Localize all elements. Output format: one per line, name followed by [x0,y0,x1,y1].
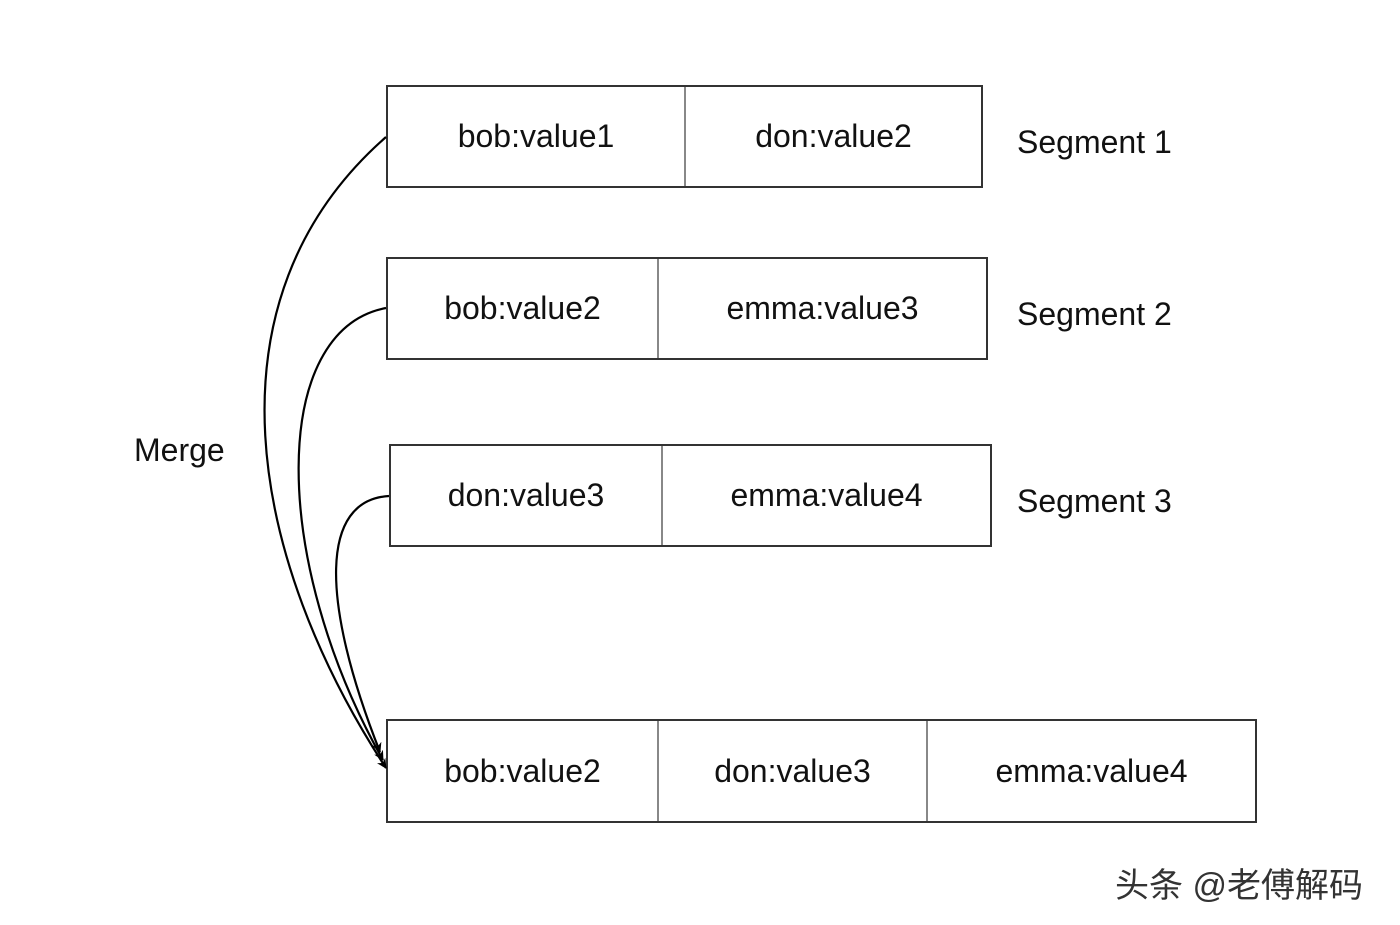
merge-label: Merge [134,432,225,468]
segment-2-cell-bob: bob:value2 [444,290,601,326]
segment-1-label: Segment 1 [1017,124,1172,160]
segment-1-cell-bob: bob:value1 [457,118,615,154]
merge-arrow-from-segment-3 [334,494,390,753]
segment-2-label: Segment 2 [1017,296,1172,332]
merged-cell-bob: bob:value2 [444,752,601,789]
segment-3-cell-don: don:value3 [447,477,605,513]
segment-3-box: don:value3 emma:value4 [389,444,992,547]
segment-3-label: Segment 3 [1017,483,1172,519]
merged-cell-don: don:value3 [657,721,926,821]
merge-arrow-from-segment-1 [263,136,387,769]
segment-2-cell-emma: emma:value3 [657,259,986,358]
segment-3-cell-emma: emma:value4 [661,446,990,545]
segment-1-cell-don: don:value2 [684,87,981,186]
merged-segment-box: bob:value2 don:value3 emma:value4 [386,719,1257,823]
segment-2-box: bob:value2 emma:value3 [386,257,988,360]
segment-1-box: bob:value1 don:value2 [386,85,983,188]
merge-arrow-from-segment-2 [297,306,387,761]
watermark: 头条 @老傅解码 [1115,867,1363,905]
merged-cell-emma: emma:value4 [926,721,1255,821]
